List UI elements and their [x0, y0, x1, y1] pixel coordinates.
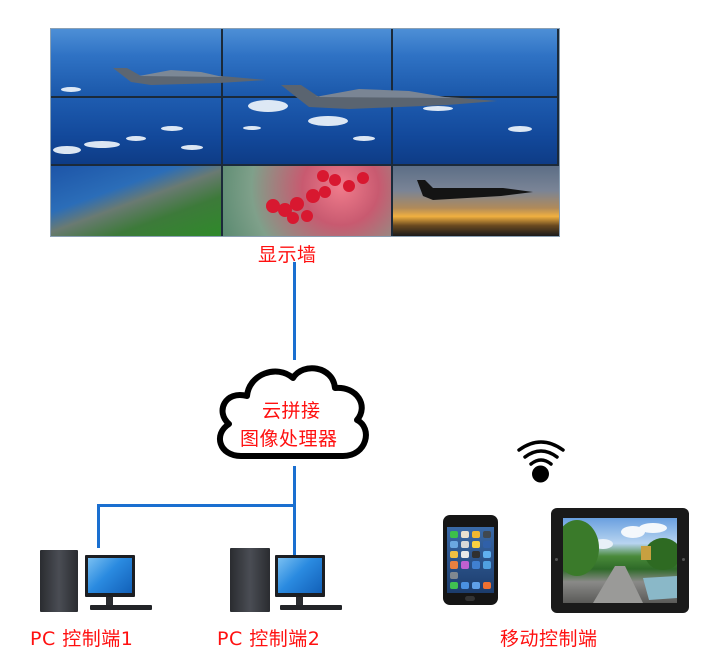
- video-wall: [50, 28, 560, 237]
- cloud-processor-label-line2: 图像处理器: [240, 428, 338, 450]
- wall-tile-2-3: [393, 98, 559, 166]
- connector-bus-pc1: [97, 504, 100, 548]
- wall-tile-2-1: [51, 98, 223, 166]
- connector-wall-cloud: [293, 262, 296, 360]
- wall-tile-3-2: [223, 166, 393, 236]
- desktop-pc-icon: [230, 548, 350, 615]
- wall-tile-1-3: [393, 29, 559, 98]
- mobile-label: 移动控制端: [500, 628, 598, 650]
- wall-tile-3-3: [393, 166, 559, 236]
- connector-cloud-pc2: [293, 466, 296, 557]
- connector-horizontal-bus: [97, 504, 295, 507]
- pc1-label: PC 控制端1: [30, 628, 134, 650]
- wall-tile-1-2: [223, 29, 393, 98]
- cloud-processor-label-line1: 云拼接: [262, 400, 321, 422]
- jet-icon: [113, 68, 266, 85]
- display-wall-label: 显示墙: [258, 244, 317, 266]
- wifi-icon: [517, 440, 565, 483]
- smartphone-icon: [443, 515, 498, 605]
- cloud-icon: [216, 365, 369, 459]
- desktop-pc-icon: [40, 550, 160, 615]
- wall-tile-1-1: [51, 29, 223, 98]
- jet-icon: [281, 85, 497, 109]
- tablet-icon: [551, 508, 689, 613]
- pc2-label: PC 控制端2: [217, 628, 321, 650]
- wall-tile-2-2: [223, 98, 393, 166]
- wall-tile-3-1: [51, 166, 223, 236]
